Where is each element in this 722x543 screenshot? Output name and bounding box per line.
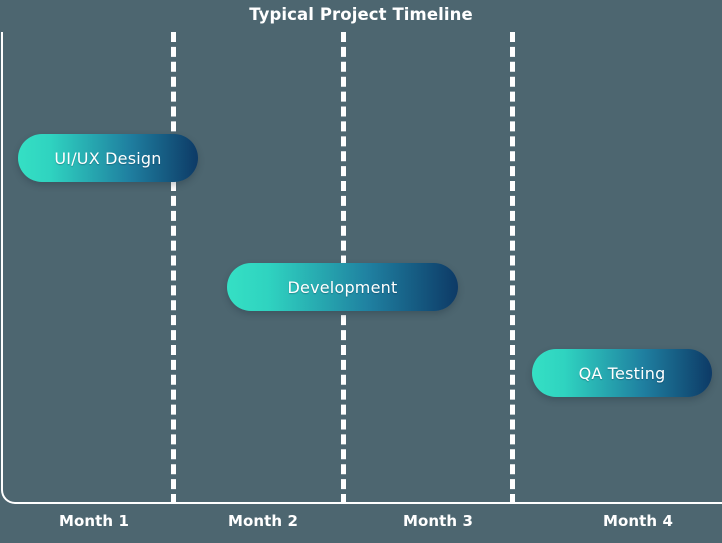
gridline-month-3 [510,32,515,504]
gridline-month-1 [171,32,176,504]
task-bar-ui-ux-design[interactable]: UI/UX Design [18,134,198,182]
month-axis: Month 1 Month 2 Month 3 Month 4 [0,508,722,543]
task-bar-development[interactable]: Development [227,263,458,311]
task-bar-label: QA Testing [578,363,666,383]
plot-area: UI/UX Design Development QA Testing [0,32,722,504]
chart-title: Typical Project Timeline [249,5,473,24]
month-tick-label-2: Month 2 [227,512,299,530]
month-tick-label-3: Month 3 [402,512,474,530]
task-bar-label: UI/UX Design [54,148,162,168]
task-bar-qa-testing[interactable]: QA Testing [532,349,712,397]
month-tick-label-4: Month 4 [602,512,674,530]
month-tick-label-1: Month 1 [58,512,130,530]
task-bar-label: Development [287,277,398,297]
